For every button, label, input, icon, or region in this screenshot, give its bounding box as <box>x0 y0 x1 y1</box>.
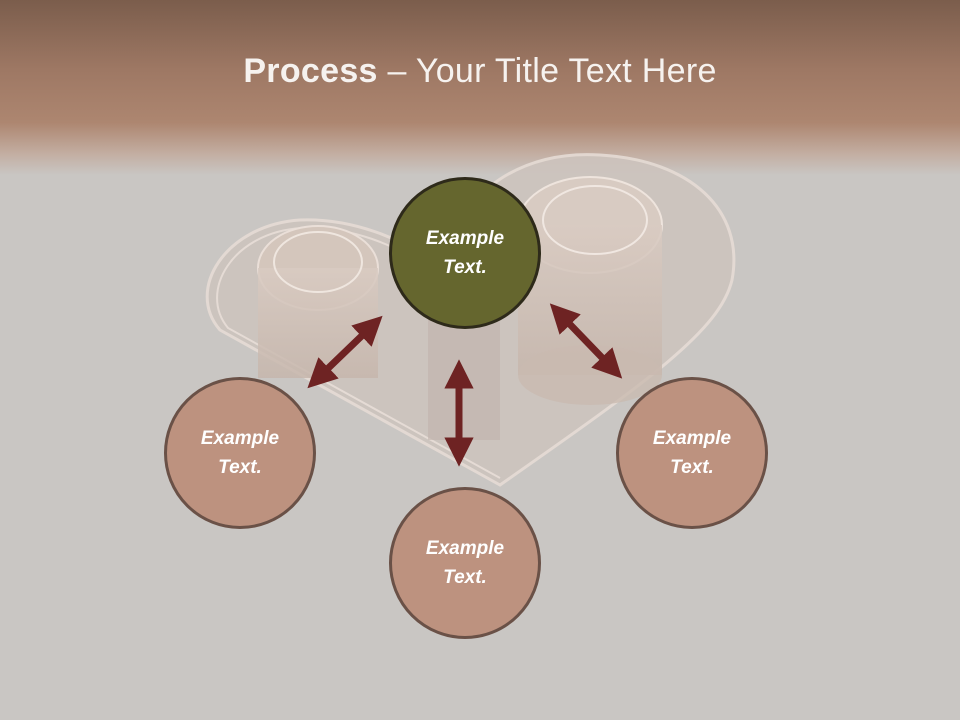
node-bottom-line2: Text. <box>443 567 487 588</box>
node-bottom-line1: Example <box>425 538 505 559</box>
title-rest: – Your Title Text Here <box>377 52 717 90</box>
node-center-line2: Text. <box>443 257 487 278</box>
page-title: Process – Your Title Text Here <box>0 52 960 91</box>
arrow-center-left <box>307 315 383 389</box>
header-band <box>0 0 960 175</box>
node-left-line1: Example <box>200 428 280 449</box>
node-center-line1: Example <box>425 228 505 249</box>
title-bold: Process <box>243 52 378 90</box>
node-right-line1: Example <box>652 428 732 449</box>
node-left-line2: Text. <box>218 457 262 478</box>
node-right-line2: Text. <box>670 457 714 478</box>
arrow-center-right <box>549 303 623 379</box>
